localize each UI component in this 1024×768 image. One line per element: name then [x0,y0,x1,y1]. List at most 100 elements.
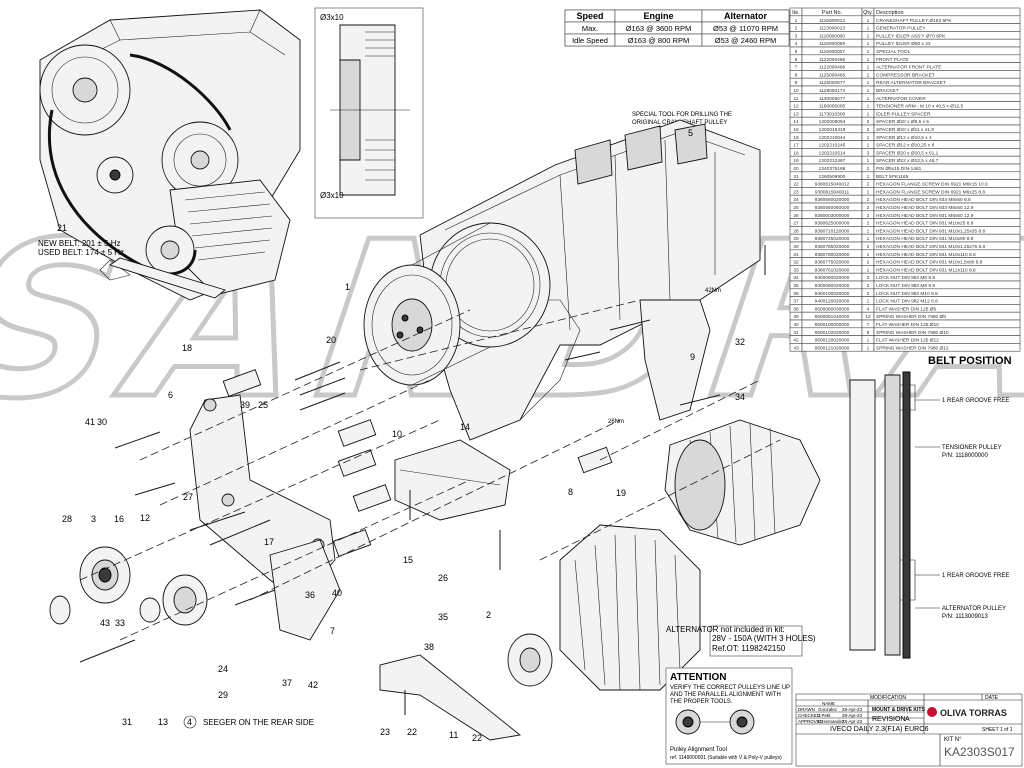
parts-table-cell: 27 [793,221,799,227]
parts-table-cell: 1 [867,345,870,351]
dimension-top: Ø3x10 [320,13,344,22]
parts-table-header: Description [876,10,904,16]
parts-table-cell: 1202210245 [819,143,846,149]
parts-table-cell: 2 [867,166,870,172]
parts-table-cell: TENSIONER ARM - M 10 x 40,5 x Ø12,5 [876,104,964,110]
parts-table-cell: 1130005077 [819,96,846,102]
parts-table-cell: 9380725020000 [815,236,850,242]
modification-header: MODIFICATION [870,695,906,701]
parts-table-cell: HEXAGON HEAD BOLT DIN 931 M10x1,25x35 8.… [876,228,985,234]
callout-5: 5 [688,128,693,138]
parts-table-cell: 43 [793,345,799,351]
spacers [222,369,613,557]
kit-number: KA2303S017 [944,745,1015,759]
belt-position-panel: BELT POSITION 1 REAR GROOVE FREE TENSION… [849,355,1012,659]
parts-table-cell: 17 [793,143,799,149]
parts-table-cell: 28 [793,228,799,234]
parts-table-cell: FLAT WASHER DIN 125 Ø6 [876,306,936,312]
title-block-rows: DRAWN Gonzalez 28-Apr-23 CHECKED J.Petit… [798,707,863,724]
parts-table-cell: 1260509900 [819,174,846,180]
parts-table-cell: 9400120020000 [815,299,850,305]
belt-position-label-5: ALTERNATOR PULLEY [942,606,1006,612]
parts-table-cell: 9380765020000 [815,244,850,250]
drawn-name: Gonzalez [818,707,838,712]
parts-table-cell: 9500120020000 [815,338,850,344]
callout-18: 18 [182,343,192,353]
speed-table-cell: Ø53 @ 11070 RPM [713,24,778,33]
speed-table-cell: Idle Speed [572,36,608,45]
category-label: MOUNT & DRIVE KITS [872,707,925,713]
title-block: MODIFICATION DATE NAME DRAWN Gonzalez 28… [795,693,1023,767]
callout-17: 17 [264,537,274,547]
parts-table-cell: 1 [867,299,870,305]
parts-table-cell: 14 [793,119,799,125]
seeger-note-text: SEEGER ON THE REAR SIDE [203,718,314,727]
parts-table-cell: HEXAGON HEAD BOLT DIN 931 M10x90 8.8 [876,236,974,242]
parts-table-cell: 1202212467 [819,158,846,164]
parts-table-cell: 6 [795,57,798,63]
sheet-number: SHEET 1 of 1 [982,727,1013,733]
callout-25: 25 [258,400,268,410]
parts-table-cell: 1 [867,41,870,47]
belt-position-label-6: P/N: 1113009013 [942,614,988,620]
callout-6: 6 [168,390,173,400]
parts-table-cell: 1 [867,135,870,141]
parts-table-cell: 33 [793,267,799,273]
parts-table-cell: 9500121020000 [815,345,850,351]
parts-table-cell: LOCK NUT DIN 982 M12 8.8 [876,299,938,305]
callout-3: 3 [91,514,96,524]
parts-table-cell: 7 [867,322,870,328]
callout-7: 7 [330,626,335,636]
parts-table-cell: 1113009013 [819,26,845,32]
parts-table-cell: 30 [793,244,799,250]
parts-table-header: Qty. [863,10,873,16]
parts-table-cell: 1 [867,236,870,242]
parts-table-cell: SPRING WASHER DIN 7980 Ø8 [876,314,946,320]
parts-table-cell: 2 [867,205,870,211]
parts-table-cell: 1 [867,88,870,94]
parts-table-cell: 1122000466 [819,65,846,71]
parts-table-cell: 9500060030000 [815,306,850,312]
callout-29: 29 [218,690,228,700]
parts-table-cell: 3 [867,150,870,156]
parts-table-cell: 9500102020000 [815,330,850,336]
parts-table-cell: 1 [867,72,870,78]
parts-table-cell: 5 [795,49,798,55]
engine-overview-illustration [39,9,301,301]
checked-name: J.Petit [818,713,831,718]
alternator [507,524,701,691]
parts-table-cell: 36 [793,291,799,297]
parts-table-cell: HEXAGON HEAD BOLT DIN 931 M8x60 12.9 [876,213,974,219]
rear-alternator-bracket [639,299,711,421]
parts-table-cell: LOCK NUT DIN 982 M6 8.8 [876,275,935,281]
callout-16: 16 [114,514,124,524]
parts-table-cell: BELT 5PK1165 [876,174,909,180]
special-tool-section: Ø3x10 Ø3x10 [314,7,424,219]
callout-9: 9 [690,352,695,362]
parts-table-cell: 29 [793,236,799,242]
callout-2: 2 [486,610,491,620]
parts-table-cell: 1202210044 [819,135,846,141]
belt-position-label-4: 1 REAR GROOVE FREE [942,573,1009,579]
parts-table-cell: 1 [867,174,870,180]
parts-table-cell: 2 [867,197,870,203]
callout-31: 31 [122,717,132,727]
parts-table-cell: 1118000000 [819,33,845,39]
parts-table-cell: 15 [793,127,799,133]
parts-table-cell: 10 [793,88,799,94]
revision-label: REVISION [872,716,905,723]
torque-label-42nm: 42Nm [705,288,721,294]
speed-table-cell: Ø163 @ 3600 RPM [626,24,692,33]
parts-table-cell: 9380560020000 [815,197,850,203]
parts-table-cell: 39 [793,314,799,320]
special-tool-note-line-1: SPECIAL TOOL FOR DRILLING THE [632,112,732,118]
parts-table-cell: HEXAGON HEAD BOLT DIN 933 M8x50 12.9 [876,205,974,211]
alternator-note-line-1: ALTERNATOR not included in kit: [666,625,785,634]
company-name: OLIVA TORRAS [940,708,1007,718]
parts-table-cell: 1118000069 [819,41,845,47]
parts-table-cell: FRONT PLATE [876,57,909,63]
parts-table-cell: 1202016419 [819,127,846,133]
parts-table-cell: HEXAGON HEAD BOLT DIN 931 M10x25 8.8 [876,221,974,227]
parts-table-cell: 3 [867,275,870,281]
